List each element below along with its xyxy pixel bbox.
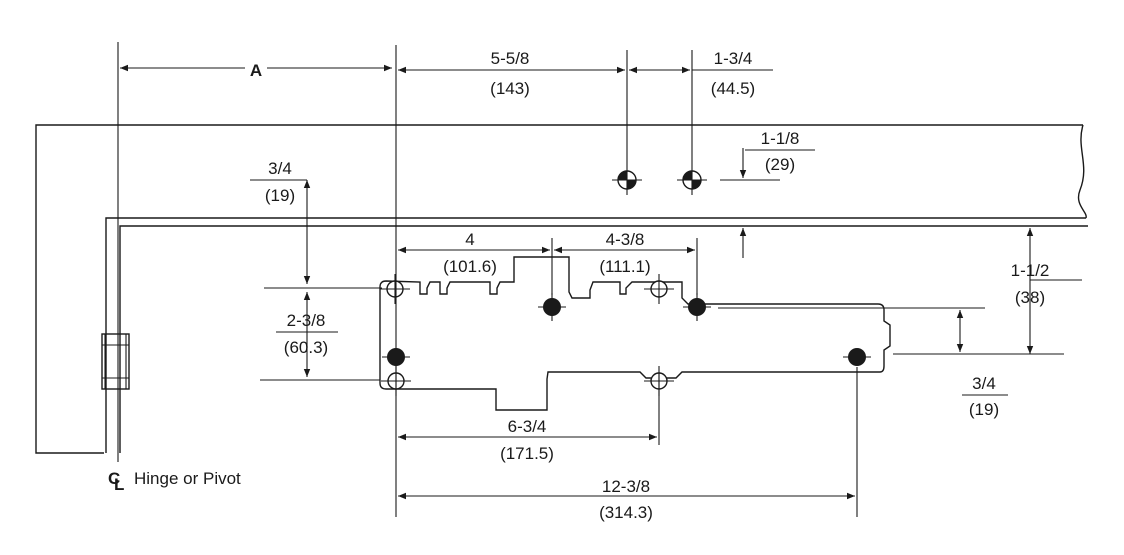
open-hole-crosshairs [380, 274, 674, 396]
dim-314-3: (314.3) [599, 503, 653, 522]
hinge-or-pivot-label: Hinge or Pivot [134, 469, 241, 488]
dim-3-4-right: 3/4 [972, 374, 996, 393]
dim-1-1-8: 1-1/8 [761, 129, 800, 148]
dim-12-3-8: 12-3/8 [602, 477, 650, 496]
dim-171-5: (171.5) [500, 444, 554, 463]
dim-143: (143) [490, 79, 530, 98]
dim-1-3-4: 1-3/4 [714, 49, 753, 68]
dim-3-4-top: 3/4 [268, 159, 292, 178]
hinge [101, 333, 130, 390]
dim-4-3-8: 4-3/8 [606, 230, 645, 249]
dim-6-3-4: 6-3/4 [508, 417, 547, 436]
frame-line-inner [119, 225, 1088, 453]
dim-111-1: (111.1) [599, 257, 650, 276]
dim-29: (29) [765, 155, 795, 174]
dimension-arrows [120, 64, 1034, 500]
filled-hole-crosshairs [382, 293, 871, 358]
centerline-symbol: C [108, 469, 120, 488]
dim-101-6: (101.6) [443, 257, 497, 276]
centerline-symbol-sub: L [114, 475, 124, 494]
dim-19-right: (19) [969, 400, 999, 419]
mounting-plate-outline [379, 256, 891, 411]
dim-5-5-8: 5-5/8 [491, 49, 530, 68]
dim-a-label-text: A [250, 61, 262, 80]
dim-44-5: (44.5) [711, 79, 755, 98]
dim-2-3-8: 2-3/8 [287, 311, 326, 330]
dim-38: (38) [1015, 288, 1045, 307]
extension-lines [250, 45, 1082, 517]
door-edge-break [1077, 124, 1087, 219]
door-outline [35, 124, 1083, 454]
dim-60-3: (60.3) [284, 338, 328, 357]
dim-4: 4 [465, 230, 474, 249]
dim-1-1-2: 1-1/2 [1011, 261, 1050, 280]
dim-19-top: (19) [265, 186, 295, 205]
frame-line-outer [105, 217, 1086, 453]
